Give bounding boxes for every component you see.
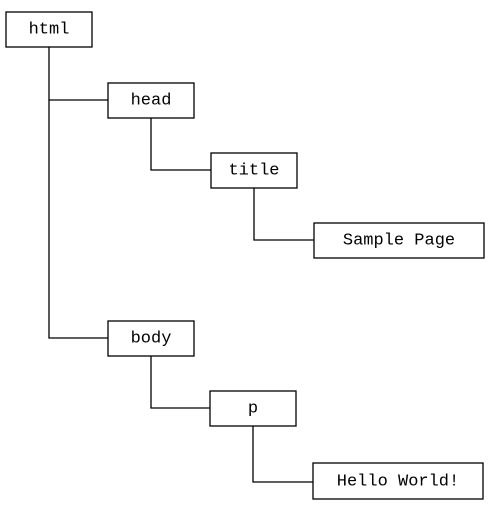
node-p: p	[209, 390, 297, 427]
node-box	[5, 11, 93, 48]
node-label: Sample Page	[343, 232, 455, 251]
node-box	[107, 320, 195, 357]
edge-p-hello-world	[252, 426, 313, 483]
edge-body-p	[150, 356, 210, 409]
edge-title-sample-page	[253, 188, 314, 241]
node-html: html	[5, 11, 93, 48]
node-label: body	[131, 330, 172, 349]
node-title: title	[210, 152, 298, 189]
node-head: head	[107, 82, 195, 119]
node-box	[312, 462, 484, 500]
node-label: p	[248, 400, 258, 419]
node-label: title	[228, 162, 279, 181]
connectors	[48, 47, 314, 483]
node-label: html	[29, 21, 70, 40]
edge-html-body	[48, 100, 108, 339]
node-box	[210, 152, 298, 189]
node-box	[313, 222, 485, 259]
node-label: Hello World!	[337, 473, 459, 492]
node-label: head	[131, 92, 172, 111]
node-sample-page: Sample Page	[313, 222, 485, 259]
node-box	[209, 390, 297, 427]
edge-head-title	[150, 118, 211, 171]
node-hello-world: Hello World!	[312, 462, 484, 500]
node-box	[107, 82, 195, 119]
node-body: body	[107, 320, 195, 357]
edge-html-head	[48, 47, 108, 101]
